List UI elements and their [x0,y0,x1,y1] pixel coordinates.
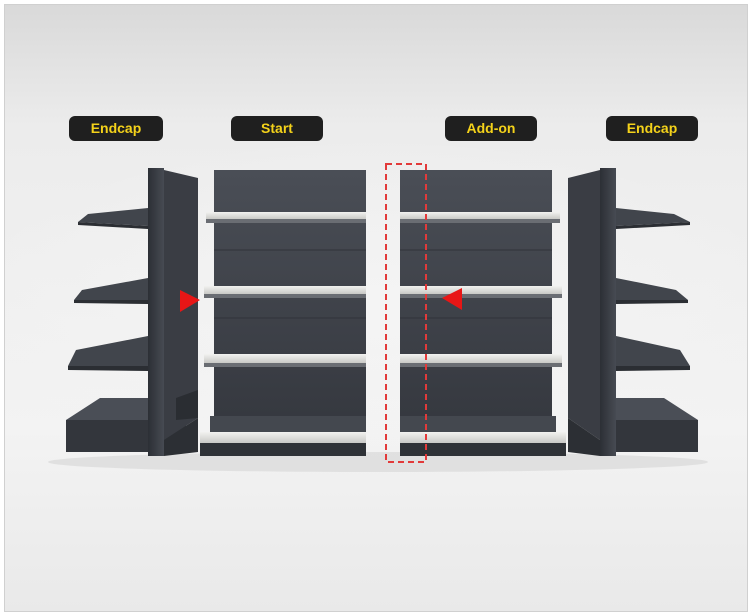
shelf [78,208,148,226]
shelf [206,212,366,219]
upright-post [600,168,616,456]
left-endcap-unit [66,168,198,456]
shelf [400,212,560,219]
arrow-left-icon [442,288,462,310]
connection-highlight-box [385,163,427,463]
shelf [400,286,562,294]
label-endcap-left: Endcap [69,116,163,141]
base-shelf [400,432,566,443]
label-start: Start [231,116,323,141]
base-shelf [200,432,366,443]
shelf [616,336,690,366]
arrow-right-icon [180,290,200,312]
shelf [616,208,690,226]
floor-shadow [48,452,708,472]
shelf [204,286,366,294]
shelf [68,336,148,366]
add-on-gondola-unit [400,170,566,456]
shelf [74,278,148,300]
photo-background [4,4,748,612]
label-add-on: Add-on [445,116,537,141]
label-endcap-right: Endcap [606,116,698,141]
right-endcap-unit [568,168,698,456]
shelf [204,354,366,363]
upright-post [148,168,164,456]
shelf [400,354,562,363]
shelf [616,278,688,300]
start-gondola-unit [200,170,366,456]
